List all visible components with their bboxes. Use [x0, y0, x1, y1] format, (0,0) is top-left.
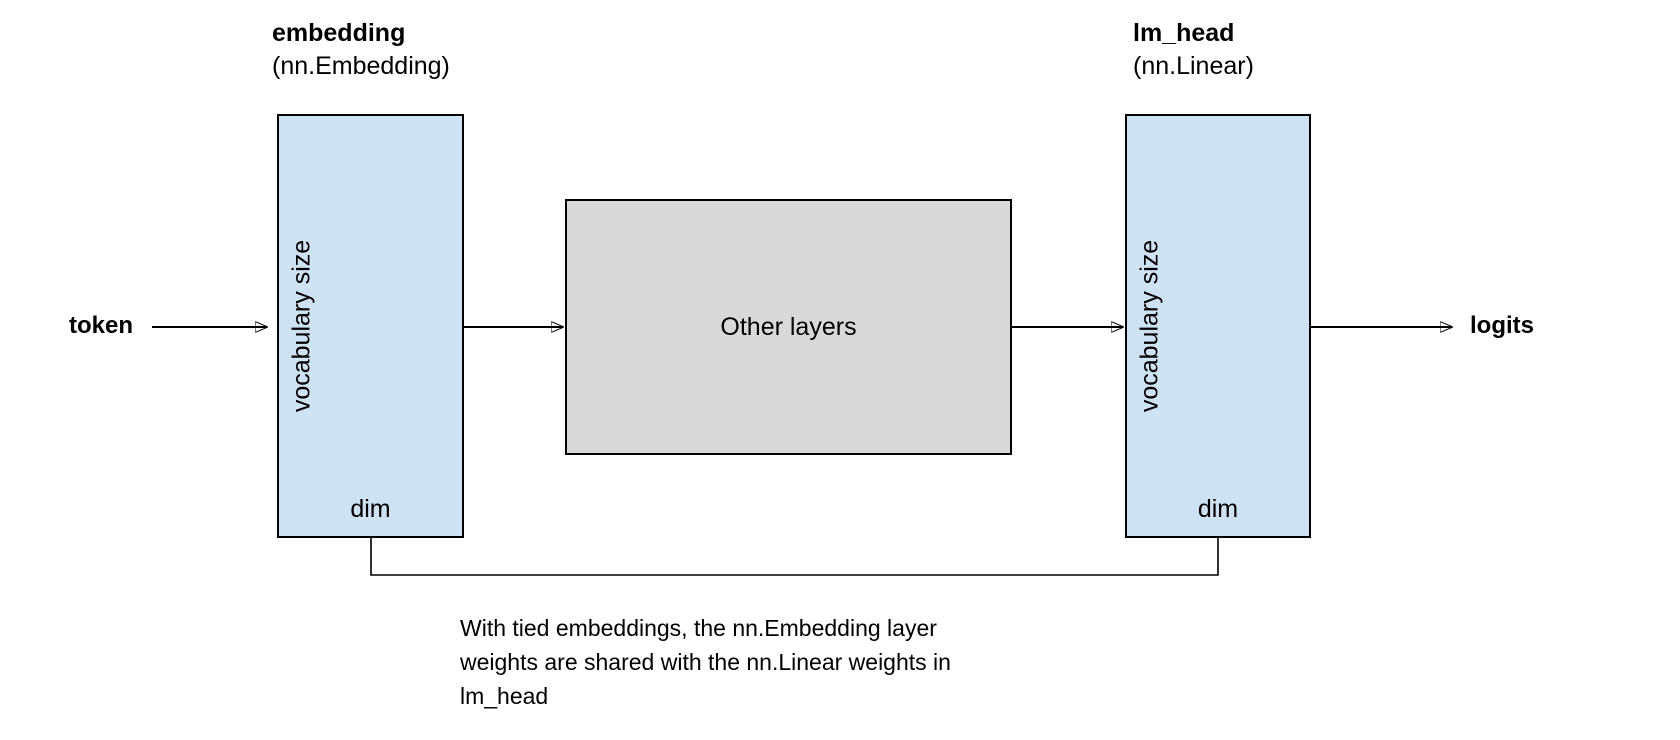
- caption-line-2: weights are shared with the nn.Linear we…: [460, 649, 951, 675]
- lmhead-dim-label: dim: [1197, 495, 1239, 523]
- lmhead-subtitle: (nn.Linear): [1133, 52, 1254, 80]
- embedding-subtitle: (nn.Embedding): [272, 52, 450, 80]
- other-layers-label: Other layers: [720, 312, 857, 341]
- embedding-dim-label: dim: [350, 495, 391, 523]
- embedding-title-block: embedding (nn.Embedding): [272, 17, 450, 83]
- other-layers-box: Other layers: [565, 199, 1012, 455]
- embedding-vocab-size-label: vocabulary size: [287, 239, 316, 413]
- logits-output-label: logits: [1470, 312, 1534, 339]
- caption-line-3: lm_head: [460, 683, 549, 709]
- tied-embeddings-caption: With tied embeddings, the nn.Embedding l…: [460, 611, 951, 713]
- lmhead-box: vocabulary size dim: [1125, 114, 1311, 538]
- lmhead-title: lm_head: [1133, 19, 1235, 47]
- caption-line-1: With tied embeddings, the nn.Embedding l…: [460, 615, 937, 641]
- tied-weights-connector: [370, 538, 1219, 576]
- lmhead-vocab-size-label: vocabulary size: [1135, 239, 1164, 413]
- token-input-label: token: [69, 312, 134, 339]
- embedding-title: embedding: [272, 19, 406, 47]
- embedding-box: vocabulary size dim: [277, 114, 464, 538]
- lmhead-title-block: lm_head (nn.Linear): [1133, 17, 1254, 83]
